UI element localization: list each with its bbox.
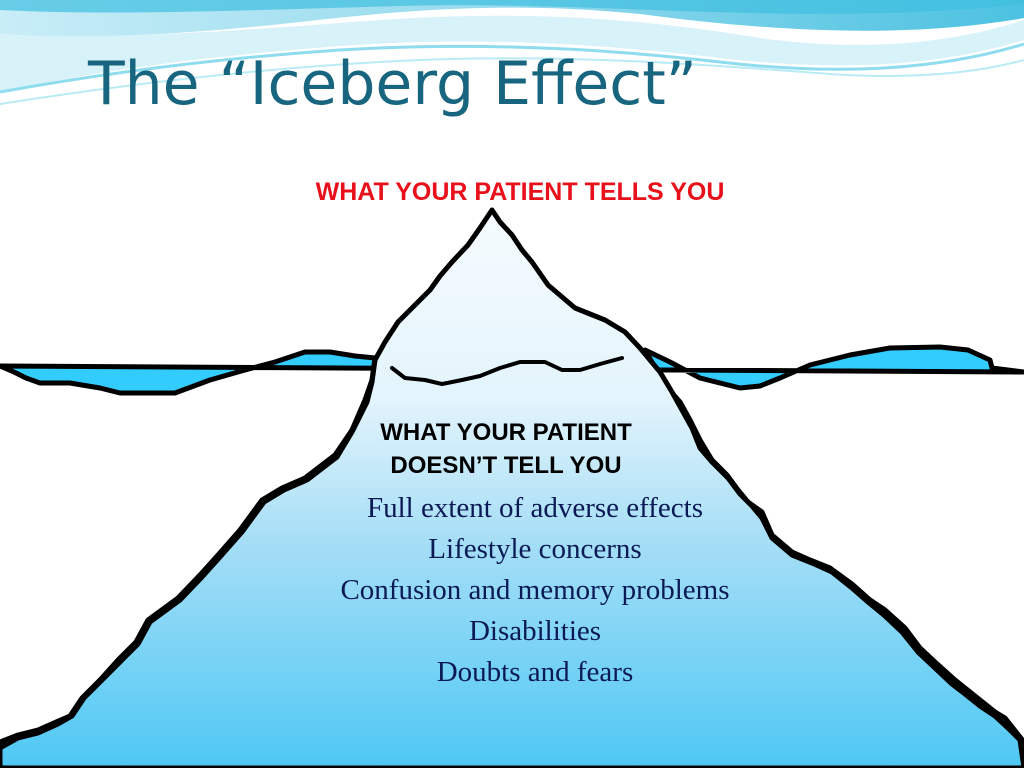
header-wave-decoration bbox=[0, 0, 1024, 105]
surface-label: WHAT YOUR PATIENT TELLS YOU bbox=[315, 178, 725, 206]
list-item: Disabilities bbox=[468, 615, 602, 647]
hidden-concerns-list: Full extent of adverse effects Lifestyle… bbox=[220, 488, 850, 693]
iceberg-waterline bbox=[390, 356, 624, 386]
hidden-heading-line-1: WHAT YOUR PATIENT bbox=[380, 419, 632, 446]
iceberg bbox=[0, 207, 1024, 768]
slide-title: The “Iceberg Effect” bbox=[88, 49, 697, 119]
list-item: Lifestyle concerns bbox=[428, 533, 642, 565]
list-item: Full extent of adverse effects bbox=[366, 492, 704, 524]
list-item: Confusion and memory problems bbox=[340, 574, 730, 606]
list-item: Doubts and fears bbox=[436, 656, 634, 688]
hidden-heading: WHAT YOUR PATIENT DOESN’T TELL YOU bbox=[300, 416, 712, 482]
hidden-heading-line-2: DOESN’T TELL YOU bbox=[390, 452, 622, 479]
